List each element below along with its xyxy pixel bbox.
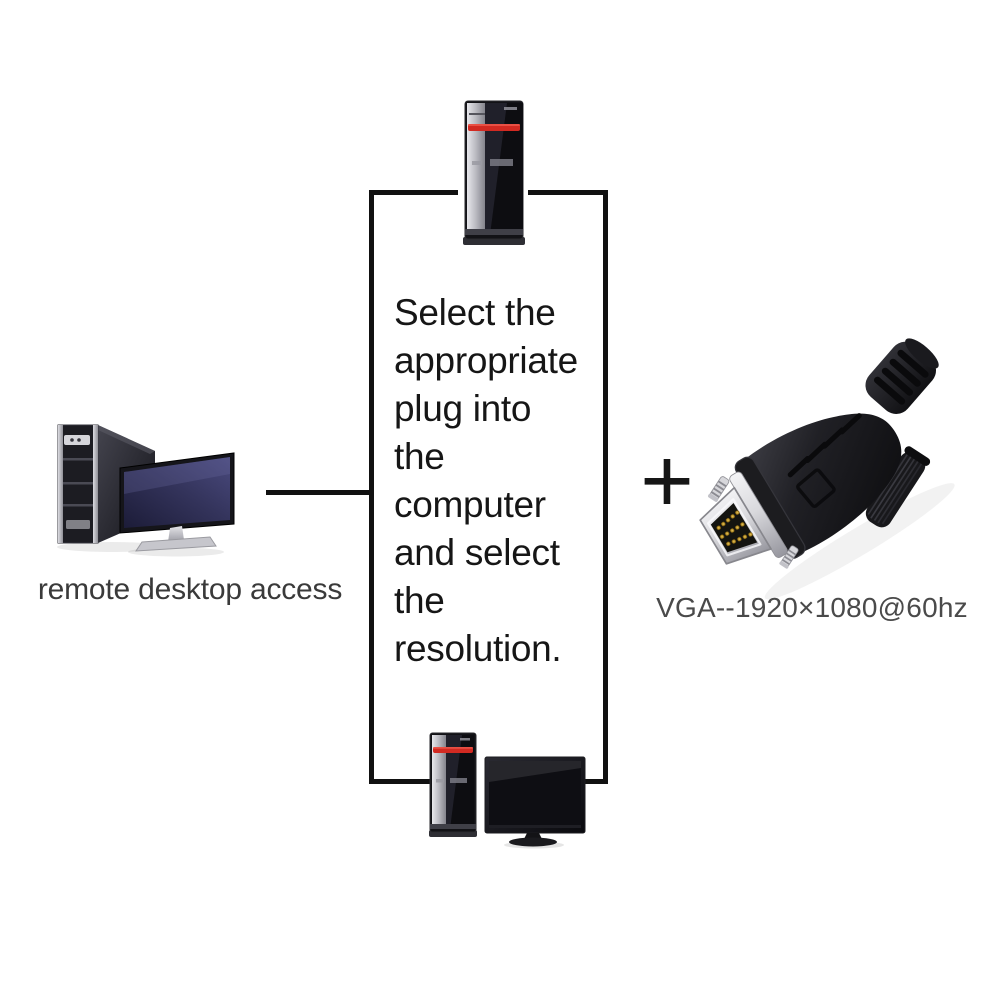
adapter-screw-top (708, 476, 730, 502)
vga-resolution-caption: VGA--1920×1080@60hz (656, 592, 968, 623)
vga-adapter-image (699, 338, 955, 600)
output-computer-icon (429, 732, 586, 849)
desktop-tower-icon-top (463, 100, 525, 245)
instruction-line: appropriate (394, 340, 578, 381)
vga-pins (716, 510, 753, 547)
flow-box-border-bottom-a (369, 779, 431, 784)
remote-desktop-caption: remote desktop access (37, 573, 343, 606)
instruction-line: resolution. (394, 628, 562, 669)
adapter-thumbscrew-grip (865, 446, 931, 528)
remote-desktop-computer-icon (57, 424, 235, 557)
instruction-line: the (394, 580, 445, 621)
flow-box-border-top-a (369, 190, 458, 195)
instruction-line: Select the (394, 292, 556, 333)
flow-box-border-top-b (528, 190, 608, 195)
instruction-text: Select the appropriate plug into the com… (394, 289, 606, 673)
connector-line (266, 490, 369, 495)
flow-box-border-right (603, 190, 608, 784)
instruction-line: the (394, 436, 445, 477)
instruction-line: plug into (394, 388, 532, 429)
instruction-line: computer (394, 484, 546, 525)
adapter-cable-boot (865, 338, 939, 414)
instruction-line: and select (394, 532, 560, 573)
flow-box-border-left (369, 190, 374, 784)
plus-icon: + (640, 430, 694, 532)
flow-box-border-bottom-b (585, 779, 608, 784)
adapter-screw-bottom (779, 545, 799, 569)
